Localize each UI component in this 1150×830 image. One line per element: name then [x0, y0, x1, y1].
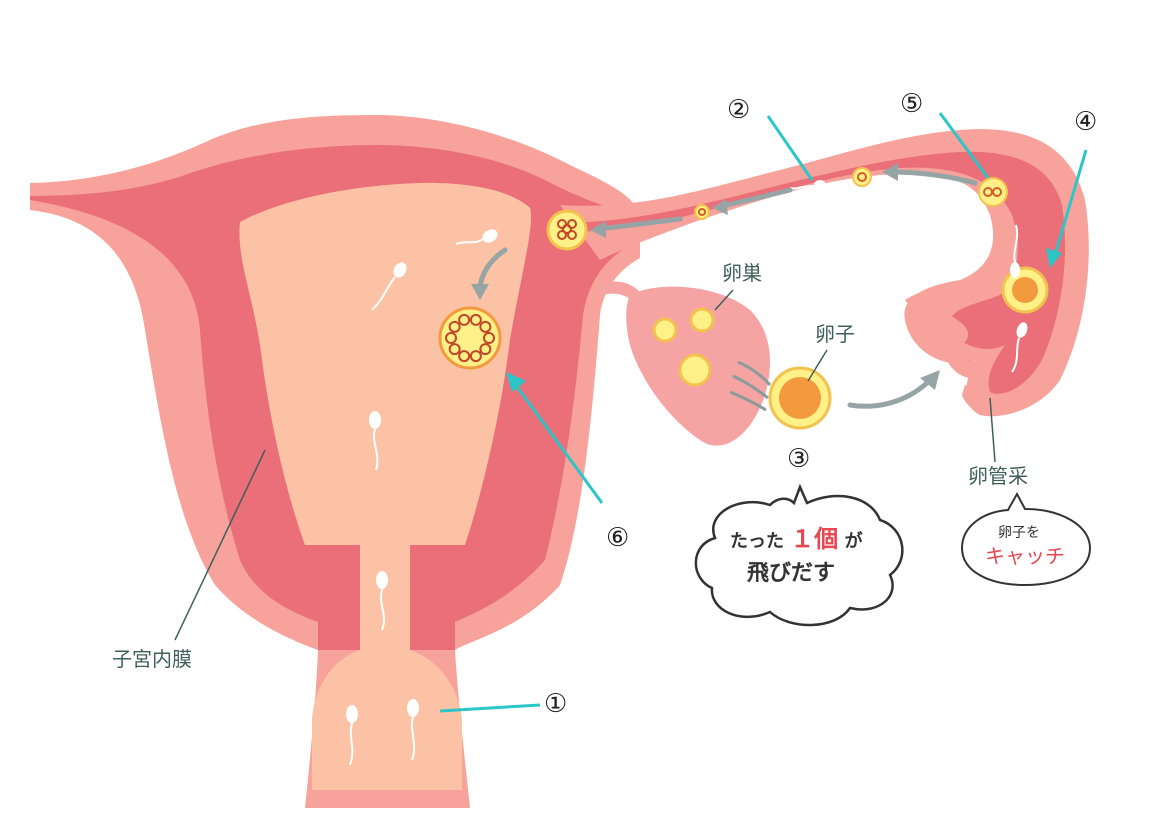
released-egg	[770, 368, 830, 428]
bubble-part2: が	[845, 530, 863, 552]
step-4: ④	[1074, 107, 1097, 137]
cell-dividing	[853, 168, 871, 186]
label-ovary: 卵巣	[722, 261, 762, 285]
morula	[548, 211, 586, 249]
step-6: ⑥	[606, 523, 629, 553]
step-3: ③	[787, 444, 810, 474]
label-egg: 卵子	[815, 322, 855, 346]
bubble-release-line2: 飛びだす	[747, 561, 835, 586]
cell-dividing	[695, 205, 709, 219]
zygote-two-cell	[979, 178, 1007, 206]
follicle	[691, 309, 713, 331]
label-fimbriae: 卵管采	[968, 464, 1028, 488]
bubble-cloud	[696, 487, 902, 625]
ovary	[600, 281, 770, 445]
captured-egg	[1003, 268, 1047, 312]
follicle	[654, 319, 676, 341]
bubble-part1: たった	[730, 531, 784, 552]
speech-bubble-catch: 卵子を キャッチ	[962, 494, 1090, 585]
bubble-highlight: １個	[790, 525, 838, 553]
bubble-catch-line1: 卵子を	[998, 525, 1040, 541]
step-2: ②	[727, 95, 750, 125]
step-1: ①	[544, 689, 567, 719]
follicle	[680, 355, 710, 385]
blastocyst	[440, 308, 500, 368]
bubble-catch-line2: キャッチ	[985, 544, 1065, 568]
speech-bubble-release: たった １個 が 飛びだす	[696, 487, 902, 625]
step-5: ⑤	[900, 89, 923, 119]
label-endometrium: 子宮内膜	[112, 647, 192, 671]
arrow-egg-to-fimbriae	[850, 380, 930, 406]
